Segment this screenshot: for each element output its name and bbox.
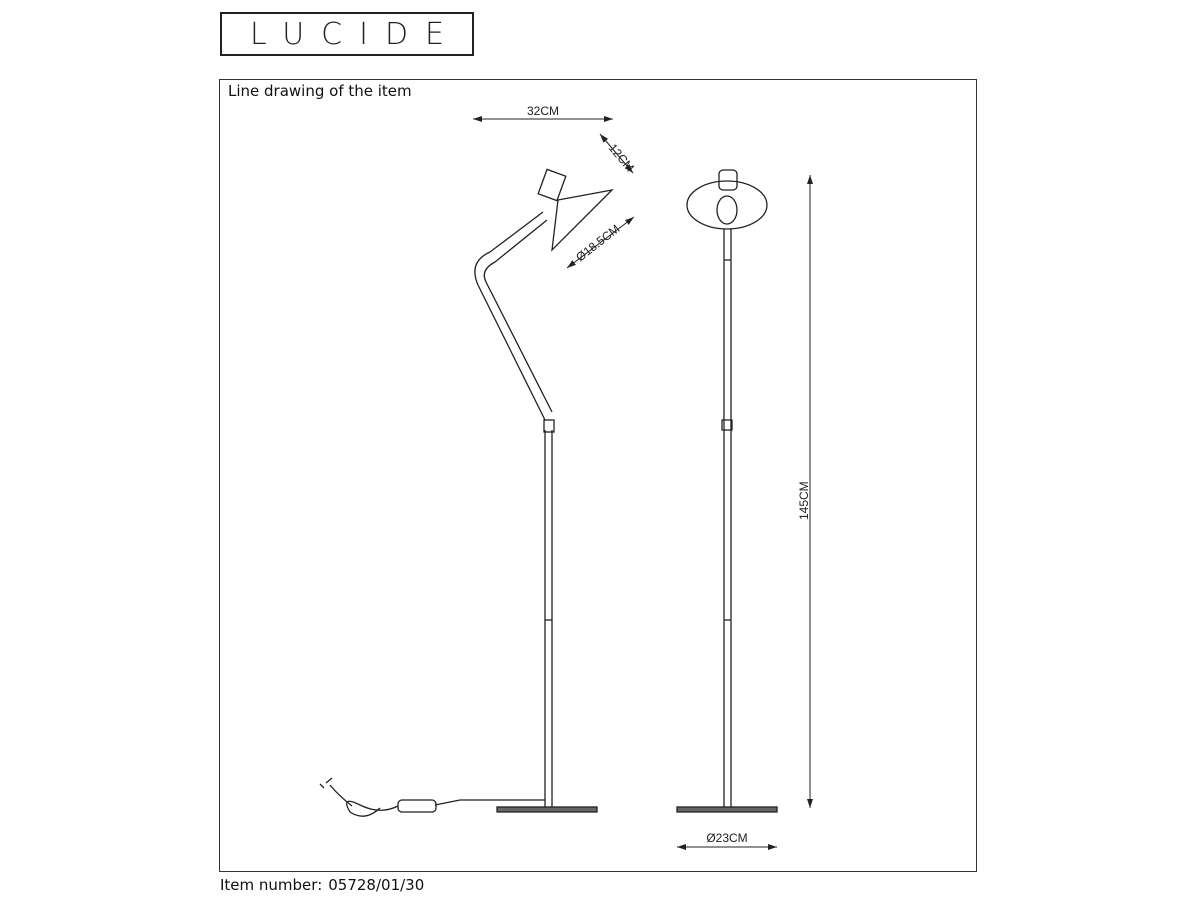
shade-height-dimension-label: 12CM [606,141,637,175]
item-number: Item number: 05728/01/30 [220,876,424,894]
drawing-frame [219,79,977,872]
item-number-label: Item number: [220,876,323,894]
drawing-caption: Line drawing of the item [228,82,412,100]
side-view-lamp [319,168,614,817]
front-view-lamp [676,169,778,813]
brand-logo: LUCIDE [220,12,474,56]
dimension-lines [473,116,813,850]
base-diameter-dimension-label: Ø23CM [706,831,747,845]
shade-diameter-dimension-label: Ø18.5CM [573,222,622,265]
item-number-value: 05728/01/30 [328,876,425,894]
logo-text: LUCIDE [249,16,462,52]
height-dimension-label: 145CM [797,481,811,520]
width-dimension-label: 32CM [527,104,559,118]
